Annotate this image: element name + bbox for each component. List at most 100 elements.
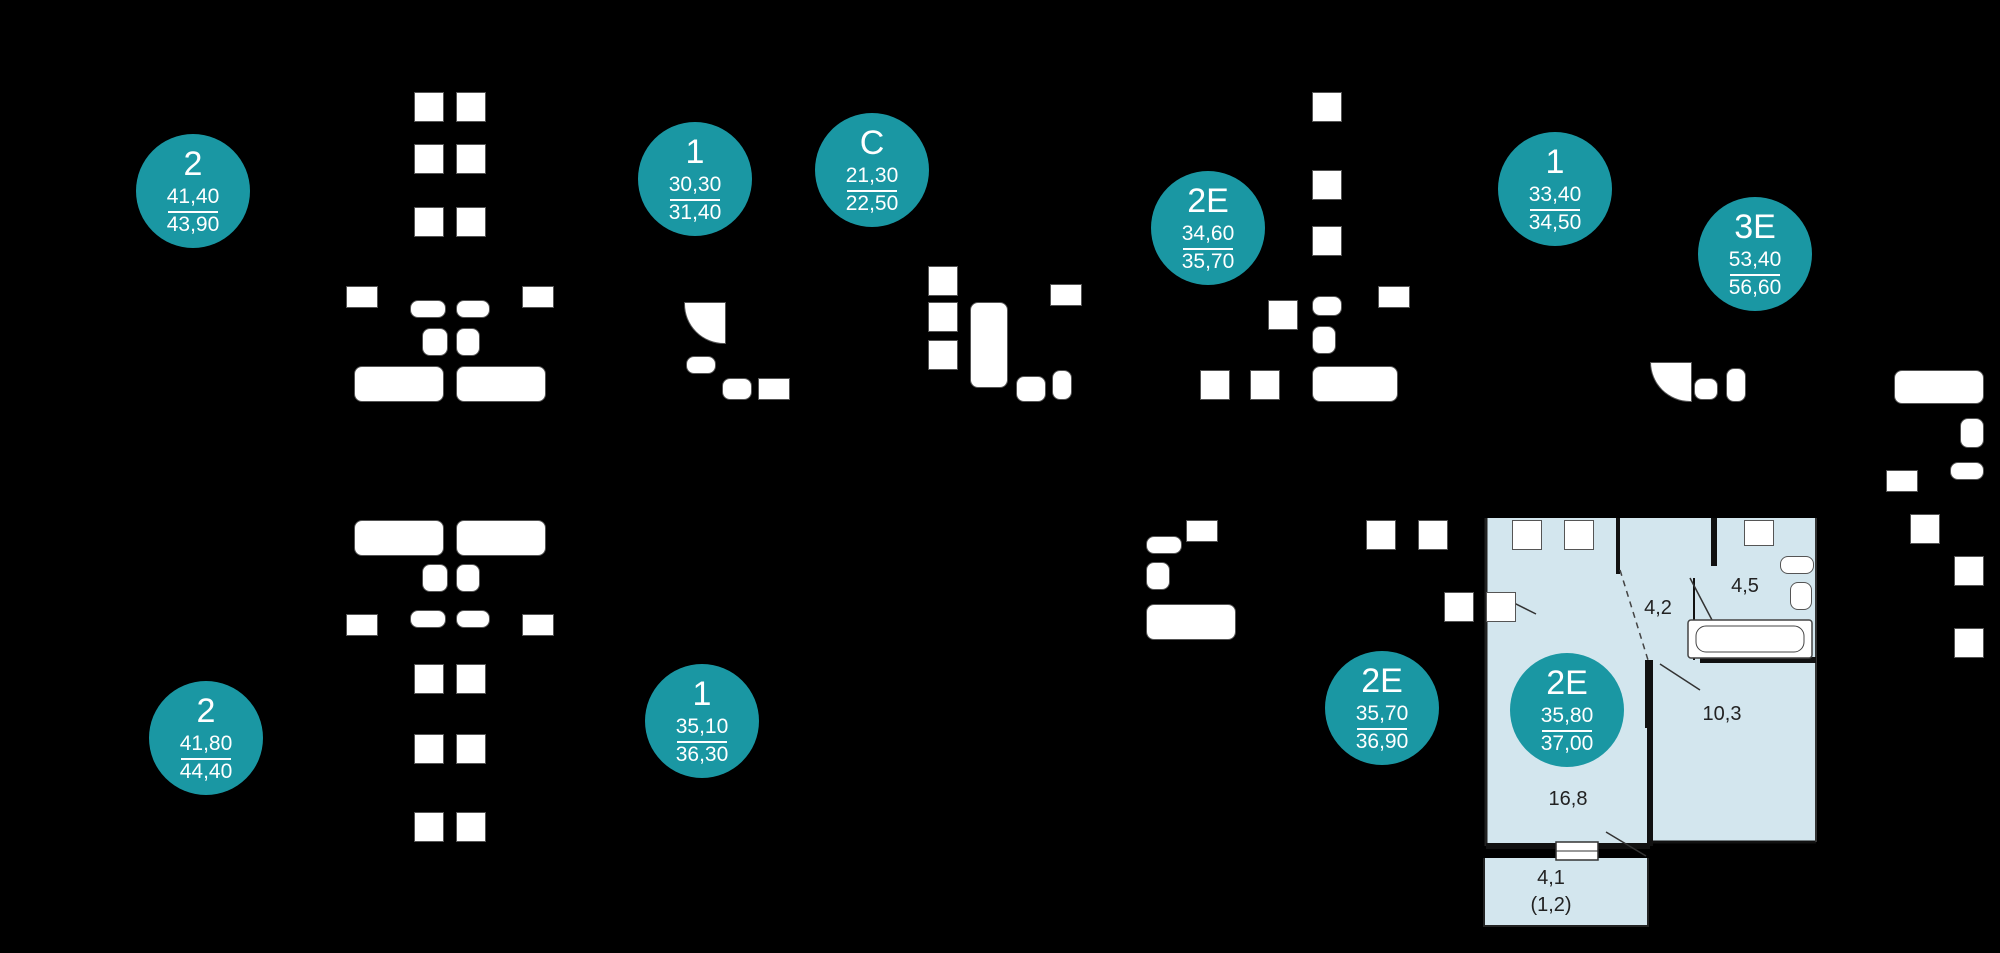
stove-icon bbox=[456, 734, 486, 764]
room-area-label: 16,8 bbox=[1548, 788, 1588, 810]
washing-machine-icon bbox=[522, 286, 554, 308]
toilet-icon bbox=[410, 610, 446, 628]
toilet-icon bbox=[1780, 556, 1814, 574]
toilet-icon bbox=[1312, 296, 1342, 316]
toilet-icon bbox=[1726, 368, 1746, 402]
sink-icon bbox=[456, 207, 486, 237]
apartment-area-total: 36,30 bbox=[675, 743, 729, 766]
apartment-area-living: 35,10 bbox=[675, 715, 729, 738]
sink-icon bbox=[1910, 514, 1940, 544]
toilet-icon bbox=[456, 300, 490, 318]
bidet-icon bbox=[422, 328, 448, 356]
apartment-area-total: 35,70 bbox=[1181, 250, 1235, 273]
bathtub-icon bbox=[1146, 604, 1236, 640]
badge-divider bbox=[847, 190, 897, 192]
toilet-icon bbox=[686, 356, 716, 374]
bathtub-icon bbox=[456, 520, 546, 556]
room-area-label: 4,2 bbox=[1644, 597, 1672, 619]
room-area-sublabel: (1,2) bbox=[1530, 894, 1572, 916]
apartment-area-total: 43,90 bbox=[166, 213, 220, 236]
sink-icon bbox=[1312, 226, 1342, 256]
apartment-area-living: 30,30 bbox=[668, 173, 722, 196]
bidet-icon bbox=[1016, 376, 1046, 402]
apartment-area-living: 35,80 bbox=[1540, 704, 1594, 727]
cooktop-icon bbox=[414, 92, 444, 122]
bathtub-icon bbox=[970, 302, 1008, 388]
apartment-badge-2-b[interactable]: 2 41,80 44,40 bbox=[149, 681, 263, 795]
apartment-badge-studio[interactable]: С 21,30 22,50 bbox=[815, 113, 929, 227]
apartment-badge-2-a[interactable]: 2 41,40 43,90 bbox=[136, 134, 250, 248]
apartment-area-total: 31,40 bbox=[668, 201, 722, 224]
washing-machine-icon bbox=[1744, 520, 1774, 546]
toilet-icon bbox=[1146, 536, 1182, 554]
washing-machine-icon bbox=[346, 614, 378, 636]
badge-divider bbox=[677, 741, 727, 743]
apartment-type: 3Е bbox=[1734, 208, 1776, 246]
apartment-area-living: 33,40 bbox=[1528, 183, 1582, 206]
stove-icon bbox=[1200, 370, 1230, 400]
apartment-area-living: 41,40 bbox=[166, 185, 220, 208]
room-area-label: 4,1 bbox=[1537, 867, 1565, 889]
bathtub-icon bbox=[354, 520, 444, 556]
bidet-icon bbox=[1790, 582, 1812, 610]
stove-icon bbox=[928, 302, 958, 332]
apartment-type: 2Е bbox=[1361, 662, 1403, 700]
apartment-area-total: 56,60 bbox=[1728, 276, 1782, 299]
apartment-badge-2e-selected[interactable]: 2Е 35,80 37,00 bbox=[1510, 653, 1624, 767]
stove-icon bbox=[1366, 520, 1396, 550]
apartment-badge-2e-a[interactable]: 2Е 34,60 35,70 bbox=[1151, 171, 1265, 285]
toilet-icon bbox=[1950, 462, 1984, 480]
cooktop-icon bbox=[1486, 592, 1516, 622]
cooktop-icon bbox=[414, 812, 444, 842]
washing-machine-icon bbox=[1378, 286, 1410, 308]
washing-machine-icon bbox=[758, 378, 790, 400]
apartment-area-total: 44,40 bbox=[179, 760, 233, 783]
bidet-icon bbox=[456, 328, 480, 356]
room-area-label: 4,5 bbox=[1731, 575, 1759, 597]
stove-icon bbox=[456, 144, 486, 174]
badge-divider bbox=[181, 758, 231, 760]
room-hall bbox=[1618, 518, 1816, 842]
apartment-type: 2 bbox=[196, 692, 216, 730]
apartment-area-total: 37,00 bbox=[1540, 732, 1594, 755]
badge-divider bbox=[168, 211, 218, 213]
badge-divider bbox=[1730, 274, 1780, 276]
cooktop-icon bbox=[1444, 592, 1474, 622]
badge-divider bbox=[1530, 209, 1580, 211]
cooktop-icon bbox=[928, 266, 958, 296]
apartment-badge-1-b[interactable]: 1 33,40 34,50 bbox=[1498, 132, 1612, 246]
apartment-area-total: 22,50 bbox=[845, 192, 899, 215]
stove-icon bbox=[414, 144, 444, 174]
sink-icon bbox=[1250, 370, 1280, 400]
washing-machine-icon bbox=[1186, 520, 1218, 542]
washing-machine-icon bbox=[1886, 470, 1918, 492]
bathtub-icon bbox=[456, 366, 546, 402]
stove-icon bbox=[1564, 520, 1594, 550]
bidet-icon bbox=[1146, 562, 1170, 590]
apartment-badge-3e[interactable]: 3Е 53,40 56,60 bbox=[1698, 197, 1812, 311]
badge-divider bbox=[1183, 248, 1233, 250]
apartment-badge-2e-b[interactable]: 2Е 35,70 36,90 bbox=[1325, 651, 1439, 765]
bidet-icon bbox=[722, 378, 752, 400]
apartment-area-living: 21,30 bbox=[845, 164, 899, 187]
badge-divider bbox=[1542, 730, 1592, 732]
bidet-icon bbox=[456, 564, 480, 592]
washing-machine-icon bbox=[1050, 284, 1082, 306]
bathtub-icon bbox=[1312, 366, 1398, 402]
apartment-badge-1-c[interactable]: 1 35,10 36,30 bbox=[645, 664, 759, 778]
cooktop-icon bbox=[1268, 300, 1298, 330]
apartment-badge-1-a[interactable]: 1 30,30 31,40 bbox=[638, 122, 752, 236]
sink-icon bbox=[414, 207, 444, 237]
cooktop-icon bbox=[1312, 92, 1342, 122]
badge-divider bbox=[670, 199, 720, 201]
stove-icon bbox=[414, 734, 444, 764]
sink-icon bbox=[1512, 520, 1542, 550]
washing-machine-icon bbox=[346, 286, 378, 308]
toilet-icon bbox=[1052, 370, 1072, 400]
stove-icon bbox=[1954, 556, 1984, 586]
badge-divider bbox=[1357, 728, 1407, 730]
sink-icon bbox=[928, 340, 958, 370]
cooktop-icon bbox=[456, 812, 486, 842]
apartment-area-living: 35,70 bbox=[1355, 702, 1409, 725]
bathtub-icon bbox=[354, 366, 444, 402]
